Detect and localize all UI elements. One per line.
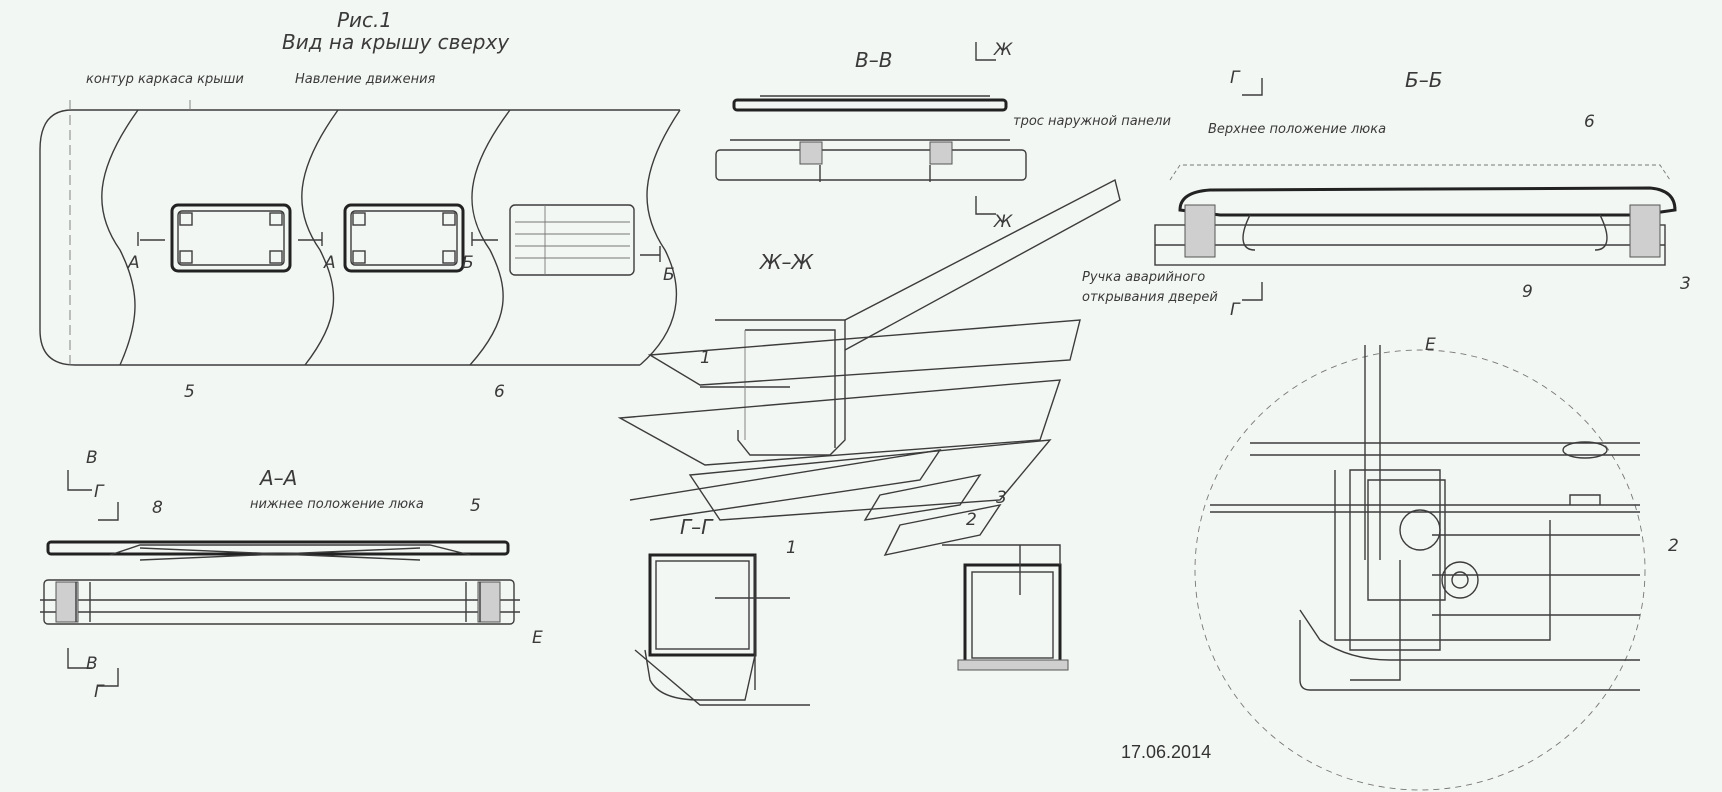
section-vv xyxy=(715,42,1027,215)
number-1-zh: 1 xyxy=(700,348,711,368)
marker-zh-top: Ж xyxy=(994,40,1013,60)
section-zhzh-title: Ж–Ж xyxy=(760,250,814,274)
section-aa xyxy=(40,470,520,687)
marker-g-aa-top: Г xyxy=(94,482,104,502)
handle-label-line2: открывания дверей xyxy=(1082,290,1218,305)
handle-label-line1: Ручка аварийного xyxy=(1082,270,1206,285)
figure-number: Рис.1 xyxy=(337,8,393,32)
detail-e xyxy=(1194,345,1646,791)
number-6-top: 6 xyxy=(494,382,505,402)
number-3-bb: 3 xyxy=(1680,274,1691,294)
number-9: 9 xyxy=(1522,282,1533,302)
upper-position-label: Верхнее положение люка xyxy=(1208,122,1387,137)
section-gg-title: Г–Г xyxy=(680,515,713,539)
drawing-date: 17.06.2014 xyxy=(1121,742,1212,762)
section-gg xyxy=(634,553,810,706)
number-6-bb: 6 xyxy=(1584,112,1595,132)
marker-g-top: Г xyxy=(1230,68,1240,88)
number-1-gg: 1 xyxy=(786,538,797,558)
marker-b-right: Б xyxy=(663,265,675,285)
roof-contour-label: контур каркаса крыши xyxy=(86,72,244,87)
cable-label: трос наружной панели xyxy=(1013,114,1171,129)
number-2-detail: 2 xyxy=(1668,536,1679,556)
marker-v-bottom: В xyxy=(86,654,98,674)
roof-top-view xyxy=(39,100,681,370)
marker-a-left: А xyxy=(128,253,140,273)
marker-e-aa: Е xyxy=(532,628,543,648)
number-3-gg: 3 xyxy=(996,488,1007,508)
marker-g-bottom: Г xyxy=(1230,300,1240,320)
detail-2 xyxy=(942,544,1069,671)
section-bb-title: Б–Б xyxy=(1405,68,1443,92)
section-bb xyxy=(1154,78,1677,301)
direction-label: Навление движения xyxy=(295,72,436,87)
marker-a-right: А xyxy=(324,253,336,273)
section-vv-title: В–В xyxy=(855,48,893,72)
marker-e-detail: Е xyxy=(1425,335,1436,355)
number-2-gg: 2 xyxy=(966,510,977,530)
marker-zh-bottom: Ж xyxy=(994,212,1013,232)
marker-g-aa-bottom: Г xyxy=(94,682,104,702)
leader-bands xyxy=(617,178,1121,556)
figure-title: Вид на крышу сверху xyxy=(282,30,510,54)
marker-b-left: Б xyxy=(462,253,474,273)
number-5-top: 5 xyxy=(184,382,195,402)
lower-position-label: нижнее положение люка xyxy=(250,497,424,512)
number-8: 8 xyxy=(152,498,163,518)
number-5-aa: 5 xyxy=(470,496,481,516)
marker-v-top: В xyxy=(86,448,98,468)
section-aa-title: А–А xyxy=(260,466,298,490)
